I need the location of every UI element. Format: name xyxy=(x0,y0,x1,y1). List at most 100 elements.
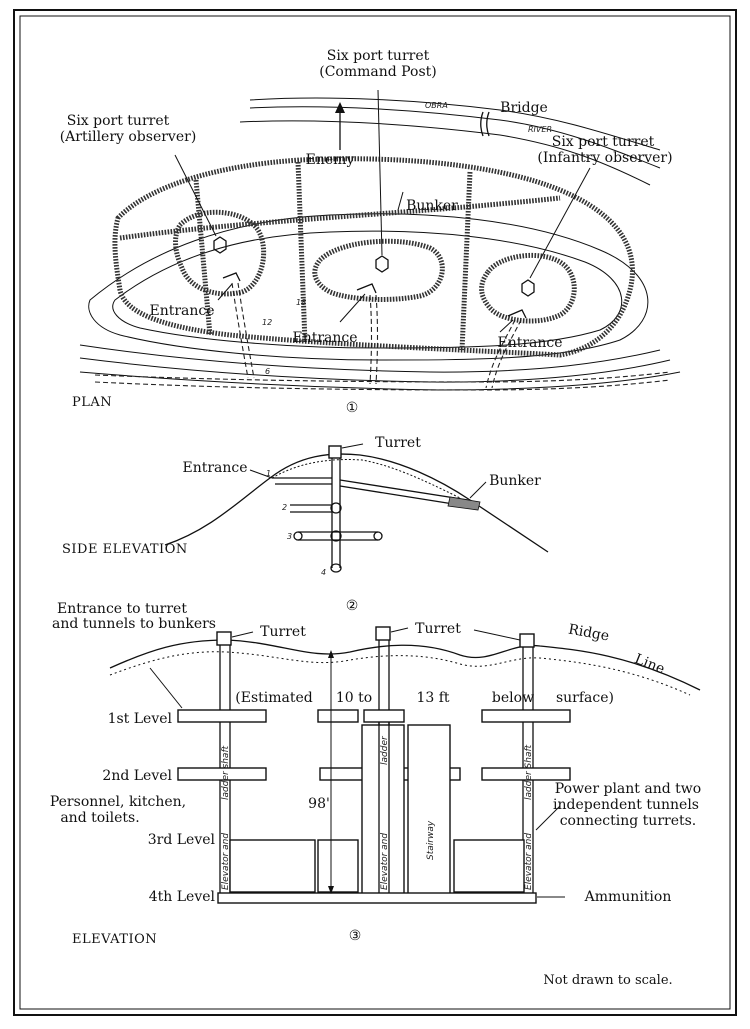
label-turret-command-sub: (Command Post) xyxy=(319,64,436,80)
cross-trench-east xyxy=(459,171,473,351)
elev-level-2-right xyxy=(481,767,571,781)
hex-turret-artillery-icon xyxy=(213,236,227,254)
side-elevation-view: Turret Entrance Bunker 1 2 3 4 SIDE ELEV… xyxy=(62,435,549,614)
entrance-west-mark xyxy=(222,272,241,282)
tunnel-center-a xyxy=(369,294,373,385)
label-elev-line: Line xyxy=(632,651,667,677)
contour-6 xyxy=(79,371,681,391)
label-elev-power-3: connecting turrets. xyxy=(560,813,697,829)
elev-depth-arrow-top xyxy=(328,650,334,658)
caption-elevation: ELEVATION xyxy=(72,932,157,947)
plan-view: Six port turret (Artillery observer) Six… xyxy=(60,48,681,416)
pointer-elev-turret-2 xyxy=(390,627,409,633)
label-elev-turret-2: Turret xyxy=(415,621,461,637)
label-elev-power-1: Power plant and two xyxy=(555,781,701,797)
contour-outer xyxy=(88,213,649,361)
label-elev-turret-1: Turret xyxy=(260,624,306,640)
label-elev-est-5: surface) xyxy=(556,690,614,706)
side-bunker-block xyxy=(447,496,481,511)
bridge-mark-2 xyxy=(486,111,490,137)
label-elev-entrance-2: and tunnels to bunkers xyxy=(52,616,216,632)
enemy-arrow-head xyxy=(335,102,345,113)
hill-profile xyxy=(164,453,549,553)
label-side-turret: Turret xyxy=(375,435,421,451)
figure-number-3: ③ xyxy=(349,928,362,944)
tunnel-west-b xyxy=(237,282,255,379)
label-shaft-right-bottom: Elevator and xyxy=(524,833,534,890)
side-level-3-tunnel xyxy=(298,531,378,541)
pointer-entrance-east xyxy=(499,319,514,333)
label-elev-est-4: below xyxy=(492,690,534,706)
label-contour-12: 12 xyxy=(262,318,272,327)
entrance-east-mark xyxy=(507,309,527,319)
label-shaft-right-top: ladder Shaft xyxy=(524,744,534,800)
label-river-obra: OBRA xyxy=(425,101,448,110)
elev-central-block-right xyxy=(407,724,451,896)
bridge-mark-1 xyxy=(480,111,484,137)
road-dashed-2 xyxy=(94,379,671,391)
label-side-level-2: 2 xyxy=(282,503,287,512)
pointer-elev-turret-2b xyxy=(473,629,521,641)
pointer-artillery xyxy=(174,154,217,237)
caption-plan: PLAN xyxy=(72,395,112,410)
label-elev-level-1: 1st Level xyxy=(108,711,173,727)
side-tunnel-bunker-top xyxy=(339,479,469,501)
elev-level-4-tunnel xyxy=(217,892,537,904)
contour-12 xyxy=(79,357,671,383)
elev-turret-right xyxy=(519,633,535,648)
inner-frame xyxy=(19,15,731,1010)
elev-level-3-chamber-a xyxy=(229,839,316,893)
turret-enclosure-west xyxy=(173,209,267,297)
elev-turret-middle xyxy=(375,626,391,641)
hex-turret-command-icon xyxy=(375,255,389,273)
label-elev-est-1: (Estimated xyxy=(235,690,313,706)
label-enemy: Enemy xyxy=(306,152,355,168)
tunnel-east-b xyxy=(491,319,522,389)
label-turret-infantry: Six port turret xyxy=(552,134,655,150)
label-bridge: Bridge xyxy=(500,100,548,116)
label-turret-artillery: Six port turret xyxy=(67,113,170,129)
label-elev-ammunition: Ammunition xyxy=(584,889,672,905)
side-level-3-shaft-crossing xyxy=(330,530,342,542)
elev-level-1-mid-left xyxy=(317,709,359,723)
side-level-3-end-west xyxy=(293,531,303,541)
pointer-elev-turret-1 xyxy=(231,631,254,638)
label-elev-personnel-1: Personnel, kitchen, xyxy=(50,794,186,810)
side-turret-box xyxy=(328,445,342,459)
label-elev-personnel-2: and toilets. xyxy=(60,810,139,826)
label-elev-level-3: 3rd Level xyxy=(148,832,216,848)
label-bunker: Bunker xyxy=(406,198,458,214)
side-level-2-tunnel xyxy=(290,504,332,513)
elev-central-block-left xyxy=(361,724,405,896)
label-shaft-left-bottom: Elevator and xyxy=(221,833,231,890)
road-dashed-1 xyxy=(94,371,671,383)
label-turret-command: Six port turret xyxy=(327,48,430,64)
label-contour-18: 18 xyxy=(296,298,306,307)
elev-level-3-chamber-b xyxy=(317,839,359,893)
label-side-level-1: 1 xyxy=(266,469,271,478)
label-elev-level-4: 4th Level xyxy=(149,889,216,905)
figure-number-1: ① xyxy=(346,400,359,416)
pointer-command xyxy=(377,89,383,256)
turret-enclosure-center xyxy=(312,238,445,302)
tunnel-center-b xyxy=(375,294,379,385)
label-elev-power-2: independent tunnels xyxy=(553,797,699,813)
label-entrance-east: Entrance xyxy=(497,335,562,351)
elev-depth-arrow-bottom xyxy=(328,886,334,894)
river-bank-3 xyxy=(239,120,651,186)
river-bank-north xyxy=(249,97,661,151)
pointer-bunker xyxy=(397,191,404,211)
cross-trench-west xyxy=(193,179,213,336)
pointer-side-bunker xyxy=(469,481,487,499)
pointer-entrance-center xyxy=(339,293,366,323)
contour-inner xyxy=(112,230,623,349)
elev-level-3-chamber-c xyxy=(453,839,525,893)
elevation-view: Entrance to turret and tunnels to bunker… xyxy=(50,601,701,988)
label-elev-level-2: 2nd Level xyxy=(102,768,172,784)
outer-frame xyxy=(13,9,737,1016)
cross-trench-middle xyxy=(295,161,308,343)
label-shaft-mid-bottom: Elevator and xyxy=(380,833,390,890)
label-turret-infantry-sub: (Infantry observer) xyxy=(537,150,672,166)
